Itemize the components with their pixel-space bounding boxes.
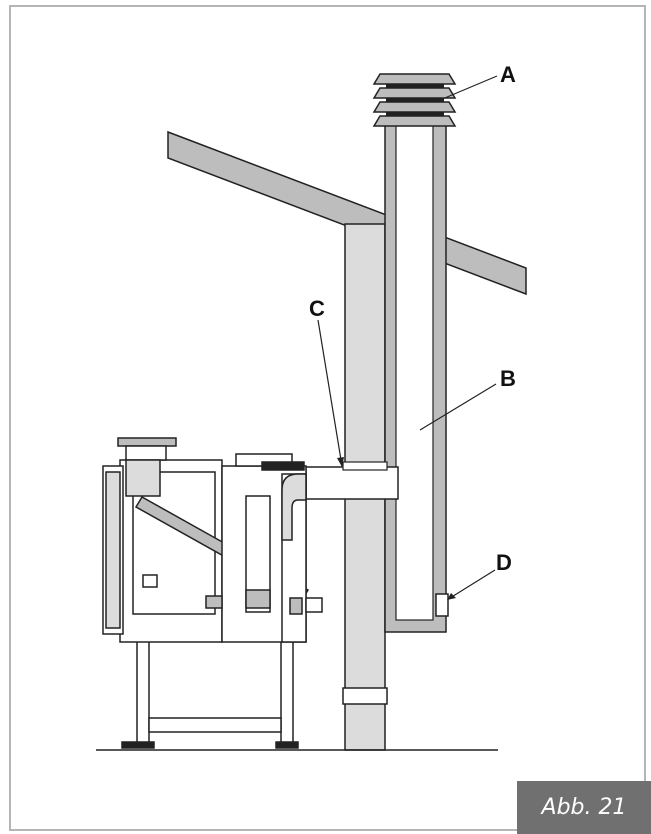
chimney-inner <box>395 123 434 621</box>
chimney-cap <box>372 73 457 127</box>
figure-caption: Abb. 21 <box>517 781 651 834</box>
leader-line-a <box>439 75 498 101</box>
leader-line-b <box>419 383 497 431</box>
outer-frame <box>9 5 646 831</box>
leader-arrow-c <box>337 457 344 467</box>
flue-clamp <box>342 687 388 705</box>
label-d: D <box>496 550 512 575</box>
wall-sleeve <box>342 461 388 471</box>
label-b: B <box>500 366 516 391</box>
label-c: C <box>309 296 325 321</box>
connector-pipe <box>305 466 399 500</box>
leader-line-c <box>317 319 343 467</box>
leader-line-d <box>449 569 496 599</box>
label-a: A <box>500 62 516 87</box>
leader-arrow-d <box>447 593 456 600</box>
boiler-unit <box>102 437 323 749</box>
inspection-box <box>435 593 449 617</box>
